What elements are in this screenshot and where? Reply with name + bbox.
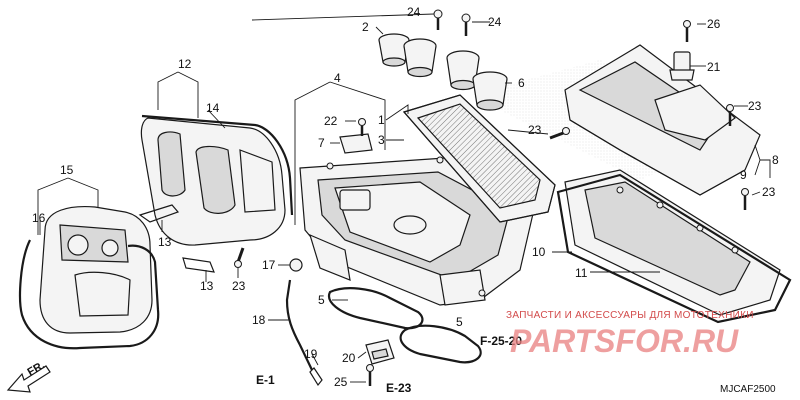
leader-lines — [37, 13, 771, 383]
air-cleaner-housing — [299, 156, 536, 306]
bracket-7 — [339, 133, 373, 154]
breather-hose — [285, 279, 313, 371]
ref-e1: E-1 — [256, 373, 275, 387]
label-1: 1 — [378, 113, 385, 127]
label-8: 8 — [772, 153, 779, 167]
air-filter-element — [402, 94, 556, 223]
front-duct-cover — [39, 206, 153, 334]
funnel-6b — [472, 71, 508, 111]
label-13-lower: 13 — [200, 279, 214, 293]
label-22: 22 — [324, 114, 338, 128]
funnel-duct-seal — [141, 114, 294, 216]
label-26: 26 — [707, 17, 721, 31]
label-13-upper: 13 — [158, 235, 172, 249]
label-5-left: 5 — [318, 293, 325, 307]
label-2: 2 — [362, 20, 369, 34]
upper-cover — [564, 44, 761, 196]
ref-e23: E-23 — [386, 381, 412, 395]
screw-23-cover-b — [741, 188, 749, 210]
label-9: 9 — [740, 168, 747, 182]
label-23-duct: 23 — [232, 279, 246, 293]
seal-5b — [399, 324, 482, 364]
bolt-26 — [683, 20, 691, 42]
screw-22 — [358, 118, 366, 136]
screw-23-duct — [234, 247, 245, 268]
funnel-2b — [403, 38, 437, 78]
label-16: 16 — [32, 211, 46, 225]
air-funnel-duct — [140, 117, 286, 246]
watermark-logo: PARTSFOR.RU — [510, 323, 739, 359]
screw-25 — [366, 364, 374, 386]
label-4: 4 — [334, 71, 341, 85]
label-19: 19 — [304, 347, 318, 361]
label-10: 10 — [532, 245, 546, 259]
label-23-filter: 23 — [528, 123, 542, 137]
seal-5a — [327, 287, 424, 330]
label-7: 7 — [318, 136, 325, 150]
label-23-cover-a: 23 — [748, 99, 762, 113]
air-funnels — [378, 9, 508, 111]
label-23-cover-b: 23 — [762, 185, 776, 199]
sensor-21 — [669, 51, 695, 81]
label-21: 21 — [707, 60, 721, 74]
diagram-code: MJCAF2500 — [720, 384, 776, 395]
label-18: 18 — [252, 313, 266, 327]
bolt-24a — [433, 9, 443, 30]
label-6: 6 — [518, 76, 525, 90]
label-20: 20 — [342, 351, 356, 365]
label-5-right: 5 — [456, 315, 463, 329]
clip-17 — [289, 258, 303, 272]
screw-23-filter — [549, 127, 570, 140]
screw-23-cover-a — [726, 104, 734, 126]
iat-sensor-20 — [365, 339, 395, 365]
label-12: 12 — [178, 57, 192, 71]
bracket-13-lower — [182, 257, 215, 273]
label-25: 25 — [334, 375, 348, 389]
label-3: 3 — [378, 133, 385, 147]
duct-cover-seal — [18, 239, 160, 350]
label-14: 14 — [206, 101, 220, 115]
ref-f2520: F-25-20 — [480, 334, 522, 348]
label-15: 15 — [60, 163, 74, 177]
label-11: 11 — [575, 266, 588, 280]
funnel-6a — [446, 50, 480, 91]
lower-cover — [564, 169, 781, 316]
watermark-tagline: ЗАПЧАСТИ И АКСЕССУАРЫ ДЛЯ МОТОТЕХНИКИ — [506, 310, 754, 321]
watermark: ЗАПЧАСТИ И АКСЕССУАРЫ ДЛЯ МОТОТЕХНИКИ PA… — [506, 310, 754, 359]
hose-end-19 — [309, 367, 323, 387]
bracket-13-upper — [138, 204, 180, 223]
arrow-icon — [6, 365, 51, 393]
label-17: 17 — [262, 258, 276, 272]
label-24-right: 24 — [488, 15, 502, 29]
part-labels: 12 14 15 16 13 13 23 4 22 7 1 3 23 2 24 … — [32, 5, 779, 389]
label-24-left: 24 — [407, 5, 421, 19]
bolt-24b — [461, 13, 471, 36]
front-direction-arrow: FR. — [6, 359, 51, 393]
